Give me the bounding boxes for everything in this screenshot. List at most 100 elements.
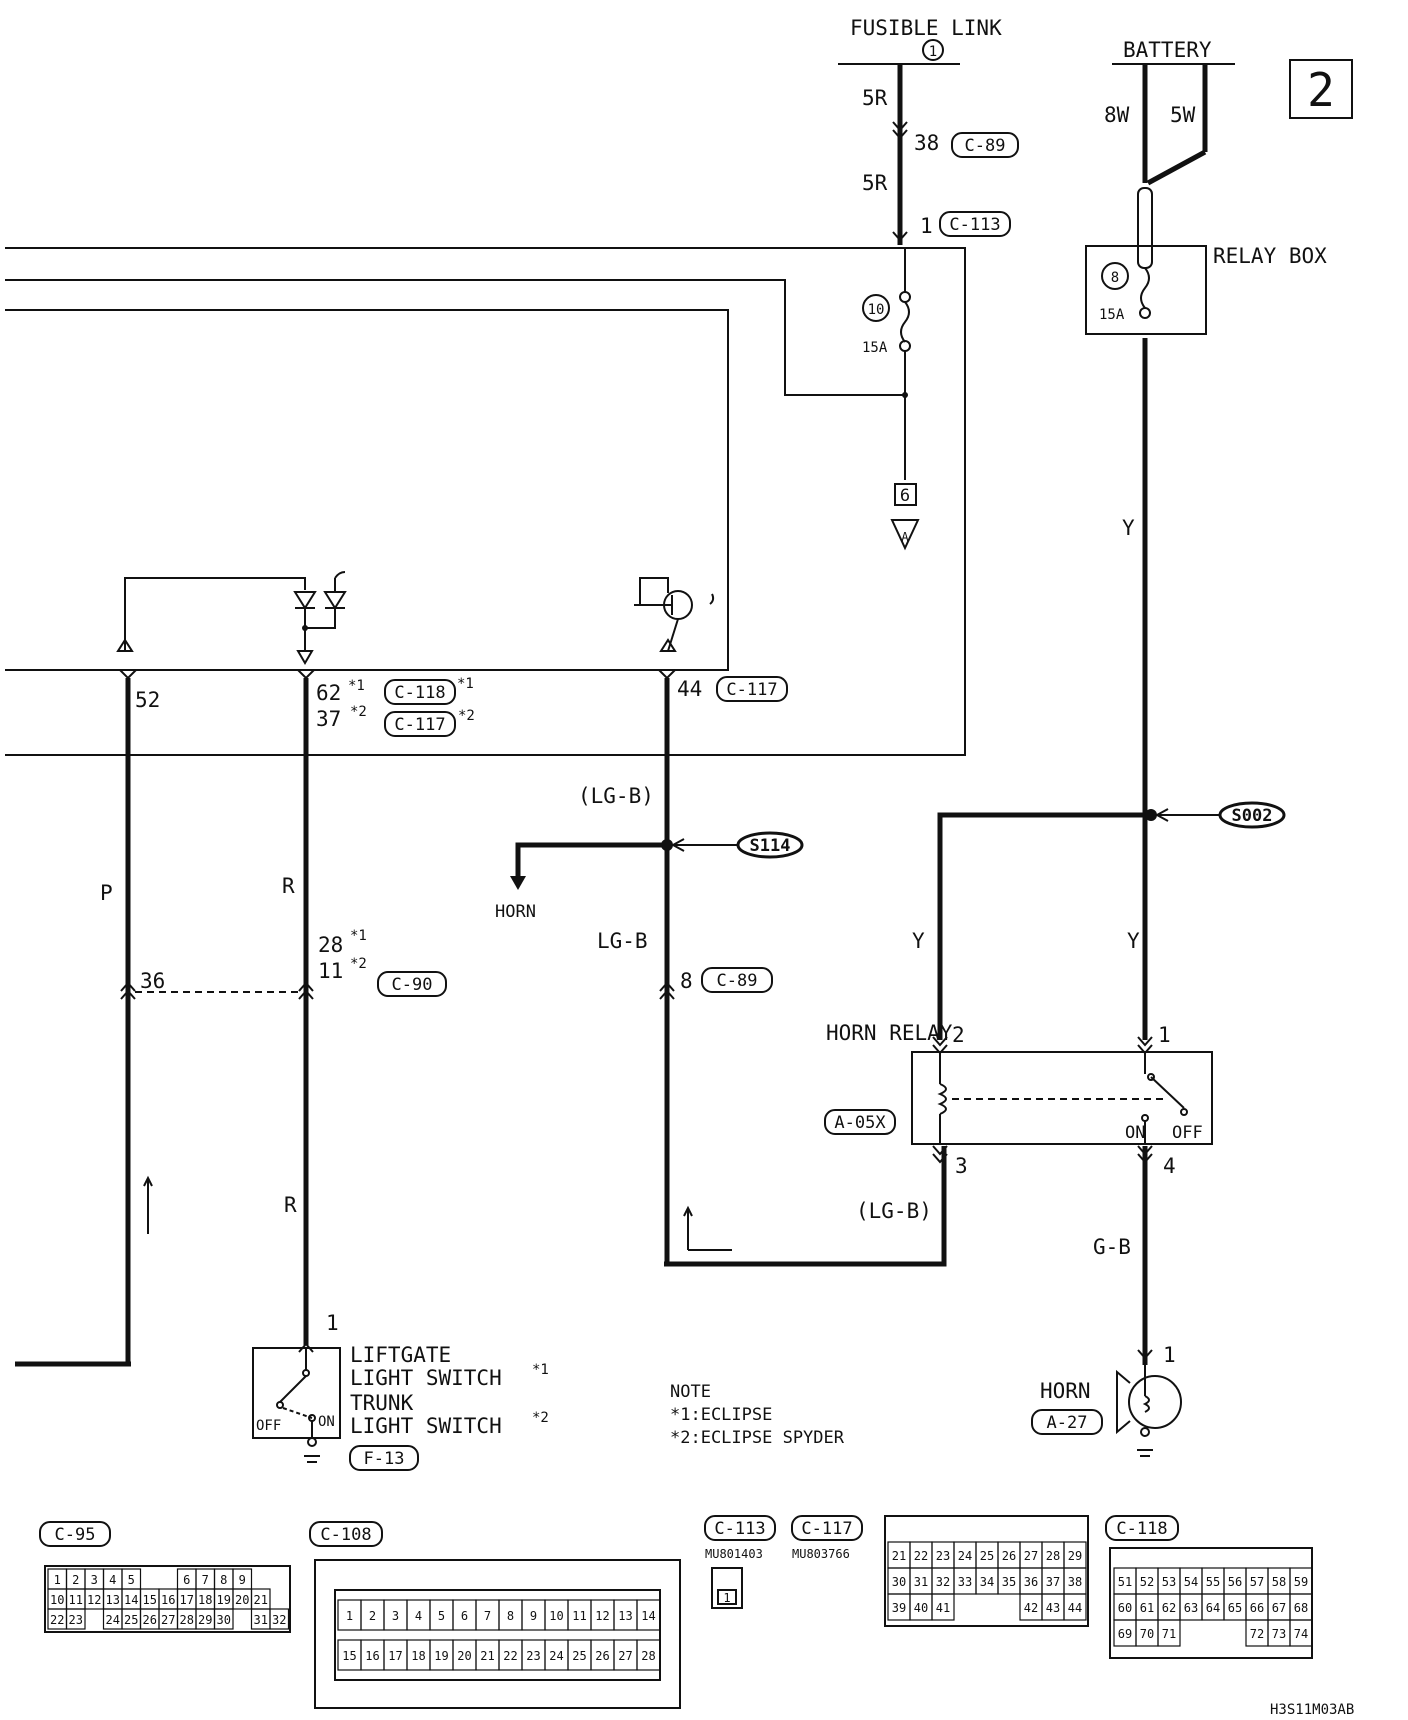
c95-pin: 28 [180, 1613, 194, 1627]
c108-pin: 12 [595, 1609, 609, 1623]
c95-pin: 25 [124, 1613, 138, 1627]
splice-s002: S002 [1232, 806, 1273, 826]
c113-part: MU801403 [705, 1547, 763, 1561]
c118-pin: 72 [1250, 1627, 1264, 1641]
ref-box [894, 483, 917, 506]
star2-c: *2 [350, 956, 367, 972]
pin-37: 37 [316, 707, 341, 731]
c117-part: MU803766 [792, 1547, 850, 1561]
note-line-2: *2:ECLIPSE SPYDER [670, 1428, 845, 1448]
c118-pin: 60 [1118, 1601, 1132, 1615]
c118-pin: 55 [1206, 1575, 1220, 1589]
c117-cell [931, 1593, 955, 1621]
c108-pin: 10 [549, 1609, 563, 1623]
c108-pin: 23 [526, 1649, 540, 1663]
relay-pin-4: 4 [1163, 1154, 1176, 1178]
wire-label-y-top: Y [1122, 516, 1135, 540]
battery-wire-5w: 5W [1170, 103, 1196, 127]
c118-pin: 62 [1162, 1601, 1176, 1615]
c108-pin: 15 [342, 1649, 356, 1663]
c95-pin: 14 [124, 1593, 138, 1607]
c95-pin: 24 [106, 1613, 120, 1627]
c118-pin: 70 [1140, 1627, 1154, 1641]
c117-pin: 29 [1068, 1549, 1082, 1563]
c108-pin: 4 [415, 1609, 422, 1623]
horn-relay-box [911, 1051, 1213, 1145]
note-line-1: *1:ECLIPSE [670, 1405, 772, 1425]
connector-c117-b: C-117 [726, 680, 777, 700]
switch-label-1: LIFTGATE [350, 1343, 451, 1367]
c95-cell [269, 1608, 290, 1630]
light-switch: OFF ON LIFTGATE LIGHT SWITCH *1 TRUNK LI… [252, 1343, 549, 1471]
star2-a: *2 [350, 704, 367, 720]
module-internals [116, 571, 715, 665]
pin-52: 52 [135, 688, 160, 712]
relay-off: OFF [1172, 1123, 1203, 1143]
c108-pin: 22 [503, 1649, 517, 1663]
c117-pin: 34 [980, 1575, 994, 1589]
pin-1-c113: 1 [920, 214, 933, 238]
c118-pin: 67 [1272, 1601, 1286, 1615]
c95-pin: 31 [254, 1613, 268, 1627]
horn-icon: HORN A-27 [1031, 1365, 1182, 1457]
ref-box-number: 6 [900, 486, 910, 506]
splice-s002-dot [1145, 809, 1157, 821]
wire-label-gb: G-B [1093, 1235, 1131, 1259]
relay-box [1085, 245, 1207, 335]
c118-pin: 56 [1228, 1575, 1242, 1589]
c118-pin: 53 [1162, 1575, 1176, 1589]
switch-star1: *1 [532, 1362, 549, 1378]
c95-pin: 22 [50, 1613, 64, 1627]
note: NOTE *1:ECLIPSE *2:ECLIPSE SPYDER [670, 1382, 845, 1448]
c113-view-label: C-113 [714, 1519, 765, 1539]
c108-pin: 7 [484, 1609, 491, 1623]
c118-pin: 51 [1118, 1575, 1132, 1589]
c95-pin: 29 [198, 1613, 212, 1627]
c108-pin: 8 [507, 1609, 514, 1623]
wire-label-lgb-relay: (LG-B) [856, 1199, 932, 1223]
c117-pin: 40 [914, 1601, 928, 1615]
c95-pin: 13 [106, 1593, 120, 1607]
c118-pin: 66 [1250, 1601, 1264, 1615]
c118-pin: 65 [1228, 1601, 1242, 1615]
relay-pin-2: 2 [952, 1023, 965, 1047]
fuse-icon [899, 291, 911, 303]
c117-pin: 42 [1024, 1601, 1038, 1615]
c95-pin: 20 [235, 1593, 249, 1607]
c117-pin: 36 [1024, 1575, 1038, 1589]
relay-fuse-number: 8 [1111, 270, 1119, 286]
c118-pin: 52 [1140, 1575, 1154, 1589]
switch-pin-1: 1 [326, 1311, 339, 1335]
c108-pin: 9 [530, 1609, 537, 1623]
horn-label: HORN [1040, 1379, 1091, 1403]
connector-c117-a: C-117 [394, 715, 445, 735]
c108-pin: 6 [461, 1609, 468, 1623]
c117-pin: 27 [1024, 1549, 1038, 1563]
footer-code: H3S11M03AB [1270, 1702, 1354, 1718]
c117-pin: 44 [1068, 1601, 1082, 1615]
wire-lg-b: 44 C-117 (LG-B) HORN S114 LG-B 8 C-89 (L… [495, 669, 947, 1267]
c108-pin: 11 [572, 1609, 586, 1623]
wire-label-lgb-paren: (LG-B) [578, 784, 654, 808]
fusible-link-label: FUSIBLE LINK [850, 16, 1002, 40]
wire-r: 62 *1 C-118 *1 37 *2 C-117 *2 R 28 *1 11… [282, 669, 475, 1353]
c117-cell [1063, 1593, 1087, 1621]
wire-label-r-upper: R [282, 874, 295, 898]
wire-label-p: P [100, 881, 113, 905]
c95-cell [213, 1608, 234, 1630]
c95-pin: 23 [69, 1613, 83, 1627]
c95-pin: 11 [69, 1593, 83, 1607]
connector-c89-mid: C-89 [717, 971, 758, 991]
c117-pin: 43 [1046, 1601, 1060, 1615]
c95-pin: 32 [272, 1613, 286, 1627]
c113-pin: 1 [723, 1591, 730, 1605]
switch-label-4: LIGHT SWITCH [350, 1414, 502, 1438]
c95-pin: 3 [91, 1573, 98, 1587]
c117-pin: 28 [1046, 1549, 1060, 1563]
c95-pin: 9 [239, 1573, 246, 1587]
c117-pin: 25 [980, 1549, 994, 1563]
c95-pin: 26 [143, 1613, 157, 1627]
c117-pin: 33 [958, 1575, 972, 1589]
